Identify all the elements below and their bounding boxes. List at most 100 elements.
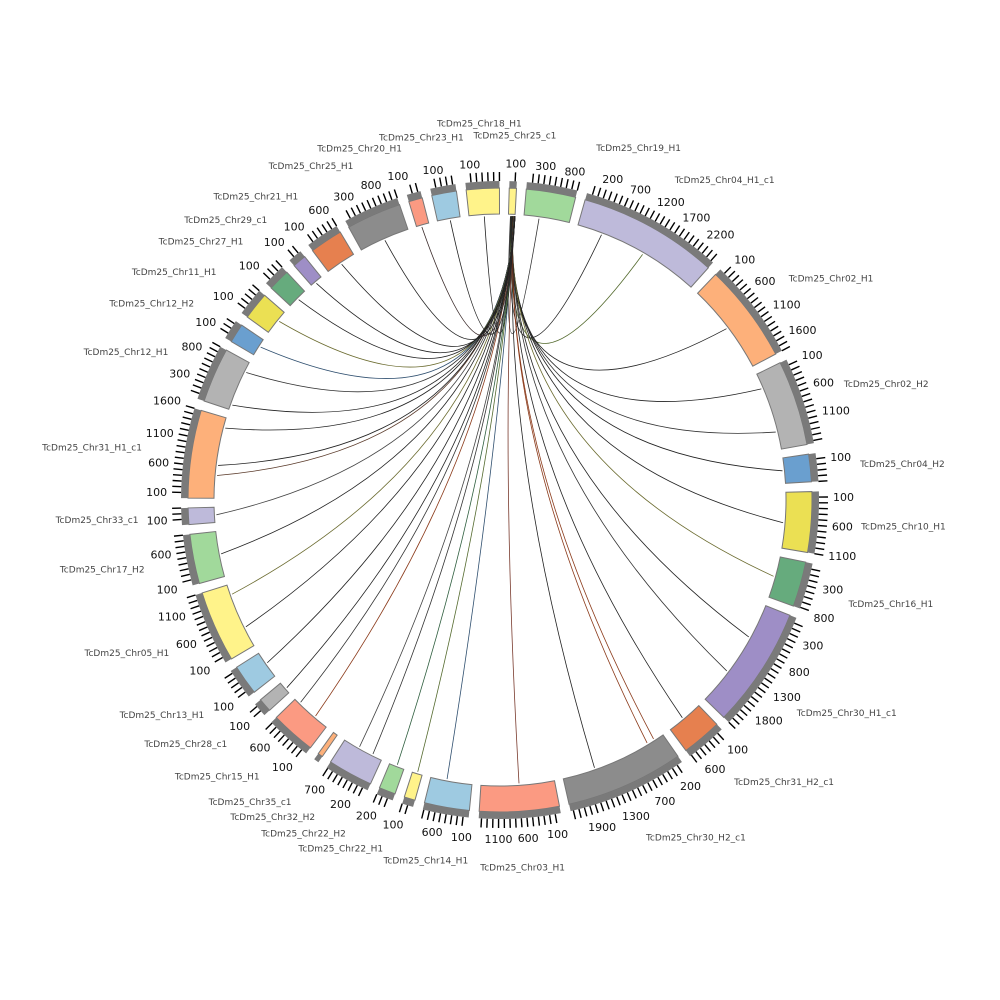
tick-mark: [194, 615, 204, 621]
segment-band: [314, 753, 323, 763]
tick-mark: [667, 771, 673, 780]
tick-mark: [174, 456, 184, 460]
tick-mark: [548, 175, 552, 185]
tick-mark: [173, 468, 183, 471]
tick-mark: [526, 817, 529, 827]
tick-label: 200: [356, 809, 377, 822]
tick-mark: [674, 225, 681, 234]
tick-mark: [321, 224, 328, 233]
segment-band: [430, 184, 457, 196]
link-TcDm25_Chr29_c1: [316, 216, 516, 354]
tick-mark: [179, 427, 189, 432]
tick-mark: [178, 562, 188, 566]
tick-mark: [443, 814, 447, 824]
tick-mark: [282, 738, 290, 747]
chromosome-label: TcDm25_Chr29_c1: [183, 216, 267, 226]
tick-mark: [432, 812, 436, 822]
tick-mark: [743, 287, 752, 295]
tick-mark: [610, 798, 616, 808]
tick-label: 600: [308, 204, 329, 217]
tick-label: 700: [654, 795, 675, 808]
segment-bar: [782, 453, 812, 484]
tick-mark: [316, 227, 323, 236]
segment-bar: [317, 731, 338, 758]
link-TcDm25_Chr11_H1: [278, 216, 516, 368]
tick-mark: [543, 815, 546, 825]
tick-mark: [608, 191, 613, 201]
segment-TcDm25_Chr10_H1: [781, 491, 828, 556]
tick-mark: [793, 371, 803, 376]
tick-label: 600: [813, 376, 834, 389]
tick-label: 1100: [146, 427, 174, 440]
tick-mark: [710, 253, 718, 262]
tick-mark: [736, 713, 744, 721]
segment-band: [265, 267, 287, 288]
tick-label: 1300: [773, 691, 801, 704]
tick-mark: [174, 540, 184, 543]
tick-mark: [757, 306, 766, 313]
tick-mark: [571, 180, 575, 190]
segment-band: [182, 534, 200, 586]
chromosome-label: TcDm25_Chr20_H1: [316, 145, 402, 155]
segment-TcDm25_Chr25_H1: [345, 189, 409, 251]
segment-band: [197, 346, 227, 402]
tick-mark: [644, 207, 650, 217]
tick-mark: [201, 631, 210, 637]
tick-mark: [728, 721, 736, 730]
segment-TcDm25_Chr04_H1_c1: [577, 185, 718, 288]
link-TcDm25_Chr20_H1: [421, 216, 516, 337]
tick-mark: [816, 536, 826, 539]
tick-label: 300: [535, 160, 556, 173]
link-TcDm25_Chr03_H1: [507, 216, 520, 784]
tick-mark: [659, 215, 666, 225]
chromosome-label: TcDm25_Chr10_H1: [860, 523, 946, 533]
tick-mark: [444, 176, 448, 186]
tick-mark: [739, 709, 748, 717]
tick-label: 800: [814, 612, 835, 625]
tick-mark: [554, 814, 558, 824]
tick-mark: [809, 574, 820, 578]
chromosome-label: TcDm25_Chr30_H1_c1: [796, 709, 897, 719]
tick-mark: [224, 672, 233, 679]
tick-mark: [393, 189, 398, 199]
segment-TcDm25_Chr13_H1: [224, 652, 276, 699]
tick-label: 100: [387, 170, 408, 183]
segment-TcDm25_Chr31_H1_c1: [172, 405, 227, 499]
tick-mark: [265, 722, 273, 730]
tick-mark: [797, 381, 807, 387]
tick-mark: [760, 311, 769, 318]
links-layer: [216, 216, 784, 784]
tick-mark: [240, 297, 249, 305]
tick-mark: [180, 573, 190, 578]
tick-label: 100: [830, 451, 851, 464]
segment-TcDm25_Chr18_H1: [465, 171, 501, 217]
tick-mark: [372, 793, 378, 803]
tick-mark: [537, 816, 541, 826]
tick-mark: [234, 686, 243, 694]
tick-mark: [175, 450, 185, 454]
segment-TcDm25_Chr32_H2: [322, 739, 382, 797]
tick-label: 600: [150, 548, 171, 561]
segment-TcDm25_Chr16_H1: [768, 556, 821, 612]
segment-band: [308, 226, 341, 251]
tick-mark: [794, 622, 803, 628]
segment-bar: [478, 780, 561, 813]
tick-mark: [791, 365, 800, 371]
tick-mark: [327, 771, 334, 780]
segment-band: [402, 796, 415, 807]
chromosome-label: TcDm25_Chr11_H1: [131, 268, 217, 278]
tick-mark: [808, 579, 818, 584]
tick-mark: [706, 249, 713, 258]
tick-label: 100: [189, 664, 210, 677]
chromosome-label: TcDm25_Chr31_H2_c1: [733, 778, 834, 788]
link-TcDm25_Chr05_H1: [231, 216, 516, 595]
chromosome-label: TcDm25_Chr28_c1: [143, 740, 227, 750]
tick-mark: [199, 367, 208, 373]
tick-mark: [664, 218, 671, 228]
chromosome-label: TcDm25_Chr22_H1: [297, 845, 383, 855]
segment-band: [465, 181, 500, 190]
tick-mark: [311, 230, 319, 239]
segment-band: [376, 787, 396, 801]
tick-label: 100: [505, 157, 526, 170]
tick-mark: [450, 175, 454, 185]
